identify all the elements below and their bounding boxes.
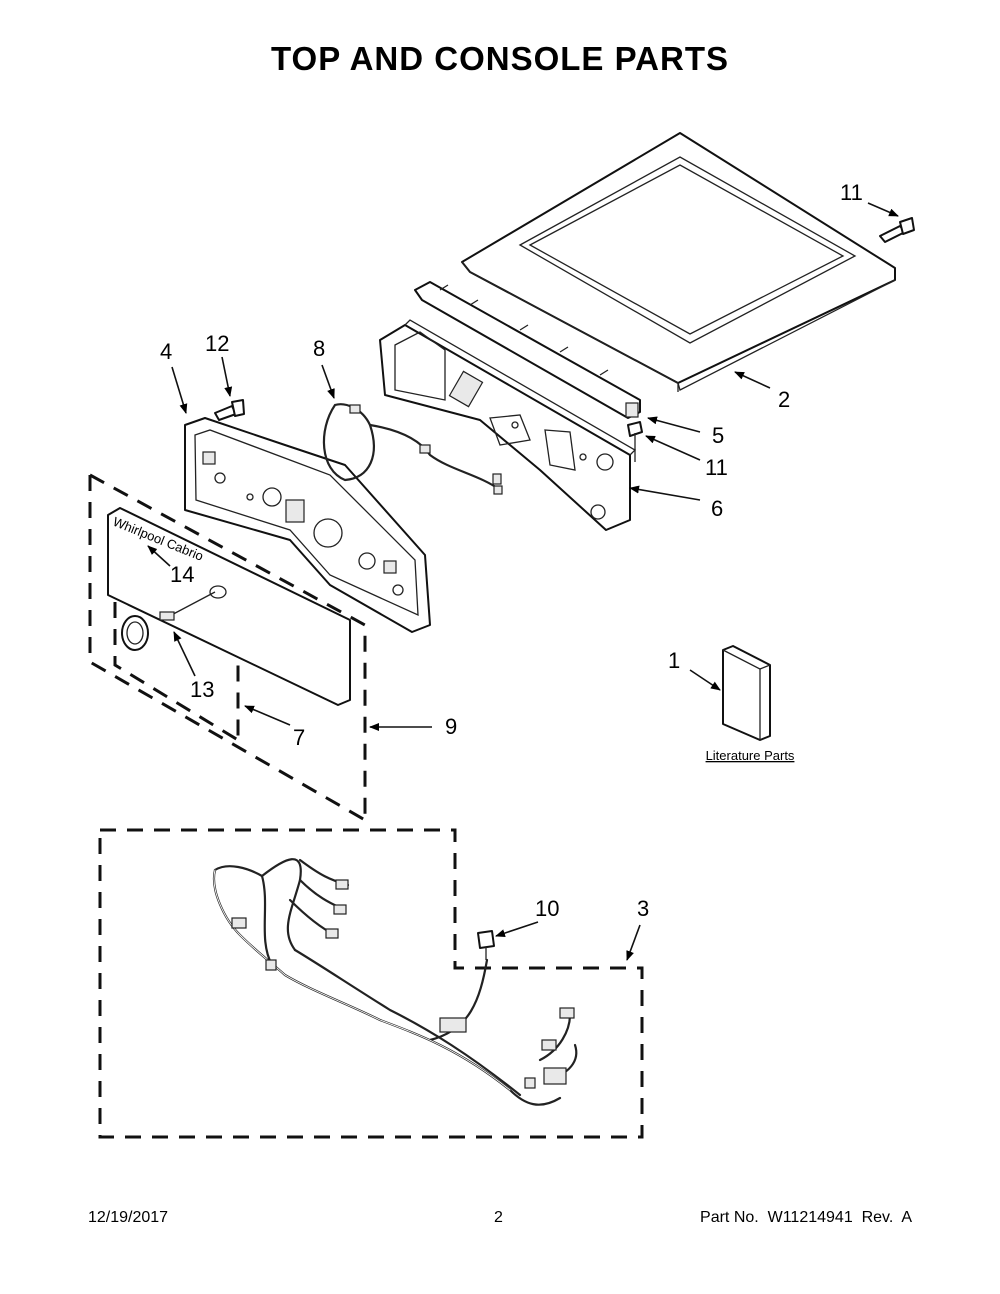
knob-part <box>121 611 175 651</box>
console-frame-part <box>184 417 431 633</box>
callout-2: 2 <box>778 387 790 412</box>
screw-console <box>214 399 245 421</box>
footer-part-number: Part No. W11214941 Rev. A <box>700 1209 912 1226</box>
literature-booklet-part <box>722 645 771 741</box>
screw-top-right <box>879 217 915 243</box>
screw-harness <box>477 930 495 960</box>
callout-12: 12 <box>205 331 229 356</box>
hinge-bracket-part <box>414 281 641 419</box>
footer-date: 12/19/2017 <box>88 1209 169 1226</box>
callout-13: 13 <box>190 677 214 702</box>
callout-11-top: 11 <box>840 180 863 205</box>
console-bracket-part <box>379 319 637 531</box>
page-title: TOP AND CONSOLE PARTS <box>271 40 729 77</box>
screw-bracket <box>627 421 643 462</box>
callout-3: 3 <box>637 896 649 921</box>
callout-labels: 11 2 5 11 6 4 12 8 14 13 7 9 10 3 1 <box>160 180 863 921</box>
leader-arrows <box>147 202 899 961</box>
callout-7: 7 <box>293 725 305 750</box>
main-harness-part <box>212 858 578 1106</box>
console-harness-part <box>322 403 503 495</box>
callout-14: 14 <box>170 562 194 587</box>
top-panel-part <box>461 132 896 392</box>
callout-10: 10 <box>535 896 559 921</box>
callout-9: 9 <box>445 714 457 739</box>
callout-4: 4 <box>160 339 172 364</box>
callout-1: 1 <box>668 648 680 673</box>
callout-5: 5 <box>712 423 724 448</box>
callout-11-bracket: 11 <box>705 455 728 480</box>
callout-6: 6 <box>711 496 723 521</box>
main-harness-outline <box>98 828 644 1139</box>
footer-page-number: 2 <box>494 1209 503 1226</box>
literature-label: Literature Parts <box>706 748 795 763</box>
callout-8: 8 <box>313 336 325 361</box>
